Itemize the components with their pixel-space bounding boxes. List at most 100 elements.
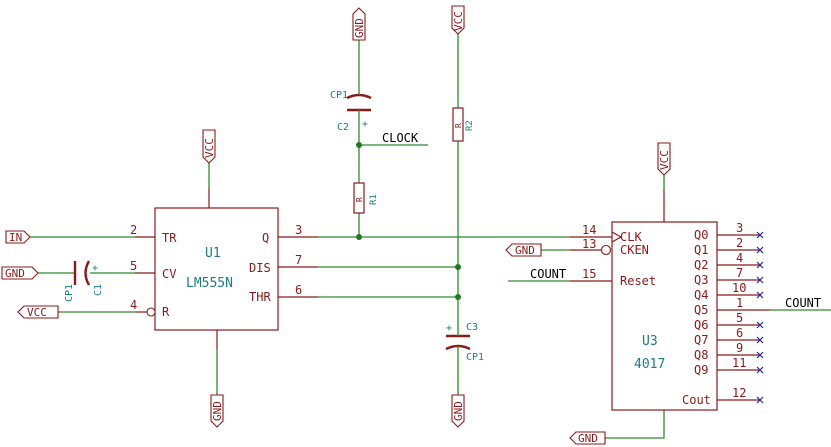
vcc-port-u3: VCC	[657, 142, 671, 176]
u3-4017-counter: 14 13 15 CLK CKEN Reset Q0 Q1 Q2 Q3 Q4 Q…	[570, 190, 770, 411]
svg-text:+: +	[92, 263, 98, 274]
c1-plate-curved	[84, 260, 91, 286]
u1-555-timer: 2 5 4 3 7 6 TR CV R Q DIS THR U1 LM555N	[130, 188, 318, 350]
r2-value: R	[454, 123, 463, 128]
u1-body	[154, 207, 279, 331]
u1-pin-tr: TR	[162, 231, 177, 245]
gnd-port-top: GND	[352, 7, 366, 41]
svg-text:11: 11	[732, 356, 746, 370]
svg-text:Q3: Q3	[694, 273, 708, 287]
svg-text:1: 1	[736, 296, 743, 310]
svg-text:VCC: VCC	[658, 150, 671, 170]
net-label-count-out: COUNT	[785, 296, 821, 310]
u1-pin-q: Q	[262, 231, 269, 245]
svg-text:GND: GND	[515, 244, 535, 257]
svg-text:GND: GND	[211, 401, 224, 421]
junction	[356, 234, 362, 240]
inverting-bubble-icon	[600, 244, 612, 256]
no-connect-icon	[756, 321, 764, 329]
r1-body	[353, 182, 365, 214]
svg-text:4: 4	[130, 298, 137, 312]
svg-text:+: +	[446, 323, 452, 334]
svg-text:14: 14	[582, 223, 596, 237]
no-connect-icon	[756, 396, 764, 404]
gnd-port-cken: GND	[505, 243, 542, 257]
svg-text:13: 13	[582, 237, 596, 251]
r1-ref: R1	[369, 194, 379, 205]
svg-text:Q1: Q1	[694, 243, 708, 257]
svg-text:5: 5	[736, 311, 743, 325]
junction	[455, 294, 461, 300]
svg-text:2: 2	[736, 236, 743, 250]
u1-value: LM555N	[186, 276, 233, 291]
c1-value: CP1	[64, 284, 75, 302]
svg-text:5: 5	[130, 259, 137, 273]
in-port: IN	[5, 230, 31, 244]
junctions	[356, 142, 461, 300]
u3-pin-reset: Reset	[620, 274, 656, 288]
net-label-clock: CLOCK	[382, 131, 419, 145]
svg-text:9: 9	[736, 341, 743, 355]
svg-text:GND: GND	[452, 401, 465, 421]
svg-text:3: 3	[736, 221, 743, 235]
gnd-port-c3: GND	[451, 394, 465, 428]
svg-text:2: 2	[130, 223, 137, 237]
junction	[356, 142, 362, 148]
svg-text:VCC: VCC	[452, 11, 465, 31]
junction	[455, 264, 461, 270]
svg-text:+: +	[362, 119, 368, 130]
svg-text:6: 6	[736, 326, 743, 340]
c3-capacitor: + C3 CP1	[445, 322, 484, 363]
vcc-port-top: VCC	[451, 5, 465, 35]
svg-text:VCC: VCC	[203, 138, 216, 158]
c1-capacitor: + CP1 C1	[64, 260, 104, 302]
u3-value: 4017	[634, 357, 665, 372]
u3-outputs: Q0 Q1 Q2 Q3 Q4 Q5 Q6 Q7 Q8 Q9 Cout 3 2 4…	[682, 221, 770, 407]
svg-text:Q9: Q9	[694, 363, 708, 377]
c2-plate-curved	[346, 93, 372, 100]
no-connect-icon	[756, 351, 764, 359]
no-connect-markers	[756, 231, 764, 404]
svg-text:GND: GND	[5, 267, 25, 280]
no-connect-icon	[756, 261, 764, 269]
inverting-bubble-icon	[146, 307, 156, 317]
vcc-port-left: VCC	[17, 305, 59, 319]
svg-text:15: 15	[582, 267, 596, 281]
u1-pin-dis: DIS	[249, 261, 271, 275]
no-connect-icon	[756, 246, 764, 254]
c3-value: CP1	[466, 352, 484, 363]
net-label-count-reset: COUNT	[530, 267, 566, 281]
svg-text:7: 7	[295, 253, 302, 267]
gnd-port-left: GND	[1, 266, 39, 280]
svg-text:Q4: Q4	[694, 288, 708, 302]
u1-pin-cv: CV	[162, 267, 176, 281]
c1-ref: C1	[93, 284, 104, 296]
svg-text:Q5: Q5	[694, 303, 708, 317]
no-connect-icon	[756, 291, 764, 299]
vcc-port-u1: VCC	[202, 129, 216, 164]
gnd-port-bottom: GND	[569, 431, 606, 445]
c2-capacitor: CP1 C2 +	[330, 90, 372, 133]
svg-text:4: 4	[736, 251, 743, 265]
u3-pin-clk: CLK	[620, 230, 642, 244]
r2-body	[452, 107, 464, 142]
svg-text:Q0: Q0	[694, 228, 708, 242]
u3-ref: U3	[642, 334, 658, 349]
u3-pin-cken: CKEN	[620, 243, 649, 257]
c3-ref: C3	[466, 322, 478, 333]
svg-text:Q2: Q2	[694, 258, 708, 272]
r1-value: R	[355, 197, 364, 202]
svg-text:VCC: VCC	[27, 306, 47, 319]
u1-ref: U1	[205, 246, 221, 261]
no-connect-icon	[756, 276, 764, 284]
power-ports: GND VCC VCC GND GND VCC GND	[1, 5, 671, 445]
r1-resistor: R R1	[353, 182, 379, 214]
svg-text:GND: GND	[578, 432, 598, 445]
u1-pin-thr: THR	[249, 290, 271, 304]
svg-text:IN: IN	[9, 231, 22, 244]
c2-value: CP1	[330, 90, 348, 101]
no-connect-icon	[756, 231, 764, 239]
wire-u3-gnd	[605, 410, 665, 439]
svg-text:12: 12	[732, 386, 746, 400]
